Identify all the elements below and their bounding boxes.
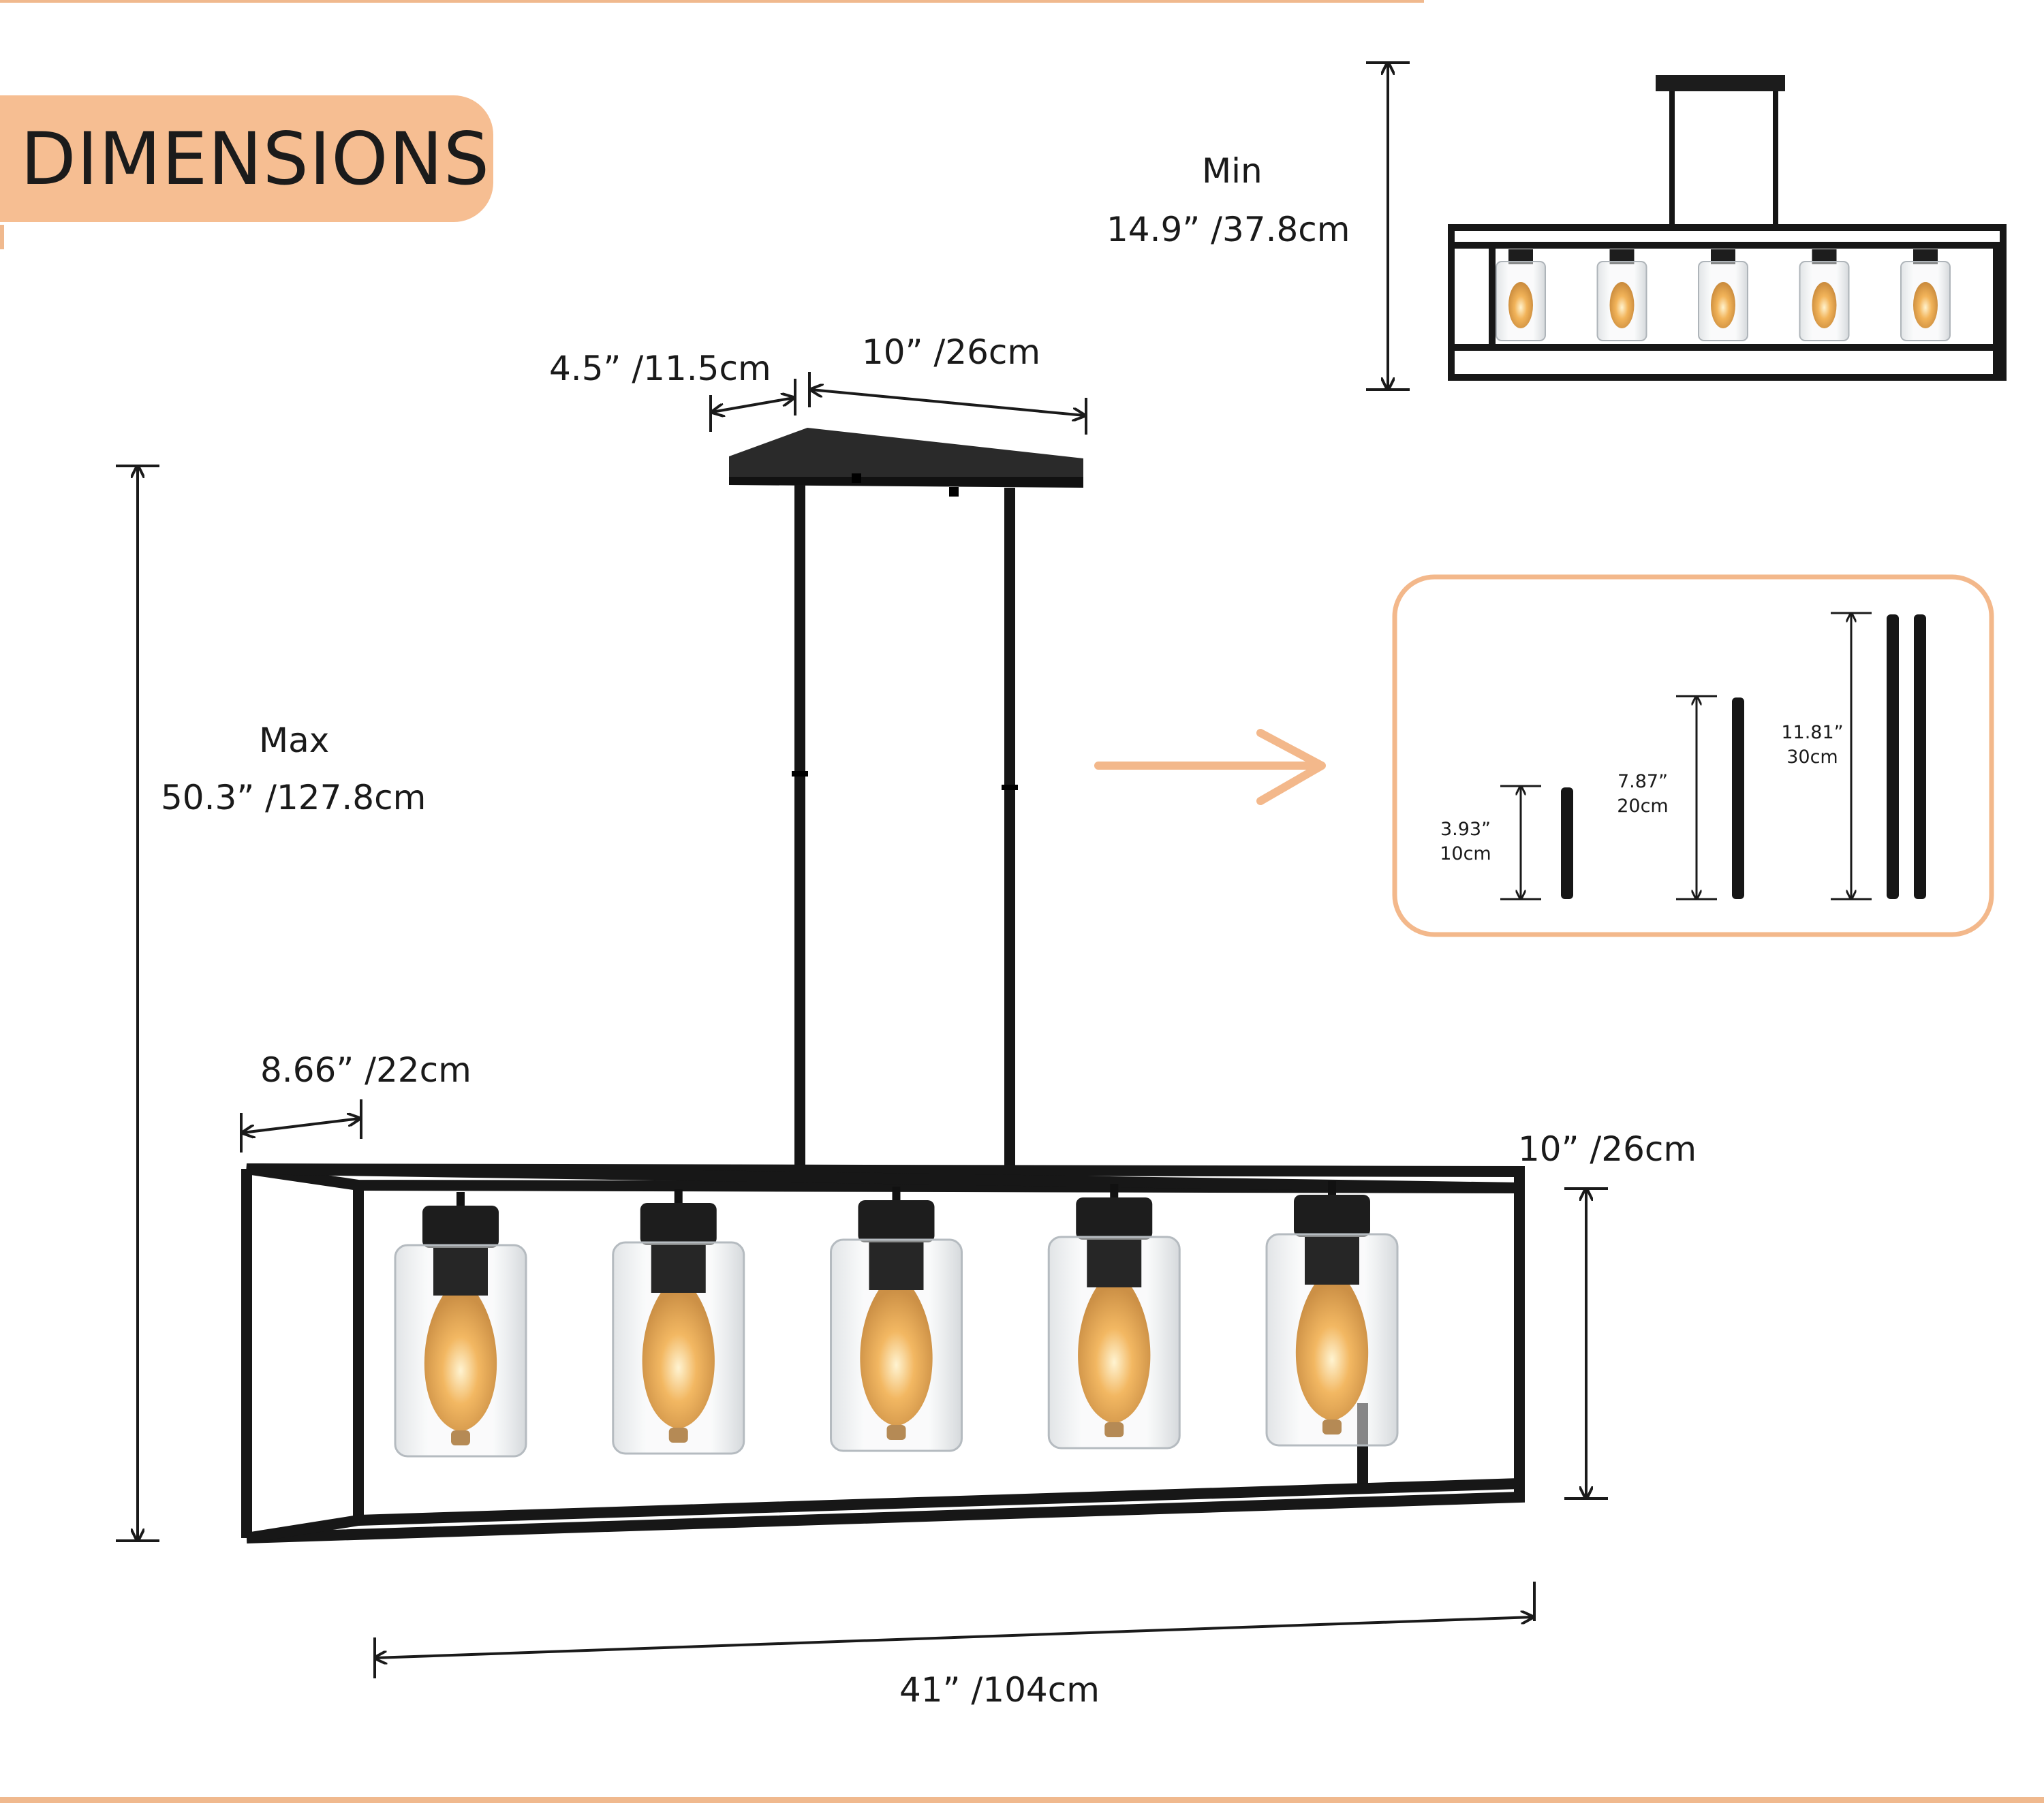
min-fixture-bulbs <box>1496 249 1951 341</box>
rod-20cm-label: 7.87” 20cm <box>1612 770 1673 819</box>
top-accent-line <box>0 0 1424 3</box>
frame-height-label: 10” /26cm <box>1518 1129 1697 1169</box>
rod-10cm-cm: 10cm <box>1440 843 1491 864</box>
rod-10cm-inch: 3.93” <box>1440 819 1491 840</box>
bulb-row <box>394 1181 1399 1458</box>
pendant-bulb <box>830 1187 963 1452</box>
extension-rod <box>1914 614 1926 899</box>
main-fixture <box>241 428 1525 1543</box>
rod-set <box>1500 612 1926 900</box>
title-badge: DIMENSIONS <box>0 95 493 222</box>
page-title: DIMENSIONS <box>20 116 491 201</box>
side-accent-mark <box>0 225 4 249</box>
rod-20cm-inch: 7.87” <box>1617 771 1669 792</box>
extension-rod <box>1732 697 1744 899</box>
canopy-side <box>729 477 1083 488</box>
rod-dimension-line <box>1500 785 1541 900</box>
pendant-bulb <box>1047 1184 1181 1449</box>
pendant-bulb <box>1265 1181 1399 1447</box>
max-height-value: 50.3” /127.8cm <box>161 778 427 817</box>
rod-dimension-line <box>1676 695 1717 900</box>
extension-rod <box>1887 614 1899 899</box>
canopy-top <box>729 428 1083 477</box>
min-height-title: Min <box>1202 151 1263 191</box>
frame-depth-label: 8.66” /22cm <box>260 1050 471 1090</box>
canopy-depth-label: 4.5” /11.5cm <box>549 349 771 388</box>
dimension-lines <box>116 61 1608 1678</box>
rod-20cm-cm: 20cm <box>1617 796 1669 817</box>
rod-30cm-cm: 30cm <box>1786 747 1838 768</box>
rod-panel <box>1392 574 1994 937</box>
pendant-bulb <box>612 1189 745 1455</box>
min-height-fixture <box>1448 75 2007 381</box>
mini-bulb <box>1596 249 1647 341</box>
frame <box>241 1163 1525 1543</box>
rod-left <box>794 485 805 1173</box>
arrow-to-rods <box>1094 729 1326 805</box>
mini-bulb <box>1496 249 1546 341</box>
mini-bulb <box>1698 249 1748 341</box>
rod-30cm-inch: 11.81” <box>1781 722 1844 743</box>
rod-10cm-label: 3.93” 10cm <box>1435 817 1496 866</box>
max-height-title: Max <box>259 721 330 760</box>
canopy-length-label: 10” /26cm <box>862 332 1041 372</box>
extension-rod <box>1561 787 1573 899</box>
bottom-accent-line <box>0 1797 2044 1803</box>
frame-length-label: 41” /104cm <box>899 1670 1100 1710</box>
mini-bulb <box>1900 249 1951 341</box>
min-height-value: 14.9” /37.8cm <box>1106 210 1350 249</box>
rod-right <box>1004 488 1015 1176</box>
pendant-bulb <box>394 1192 527 1458</box>
rod-30cm-label: 11.81” 30cm <box>1778 721 1846 770</box>
mini-bulb <box>1799 249 1850 341</box>
rod-dimension-line <box>1831 612 1872 900</box>
